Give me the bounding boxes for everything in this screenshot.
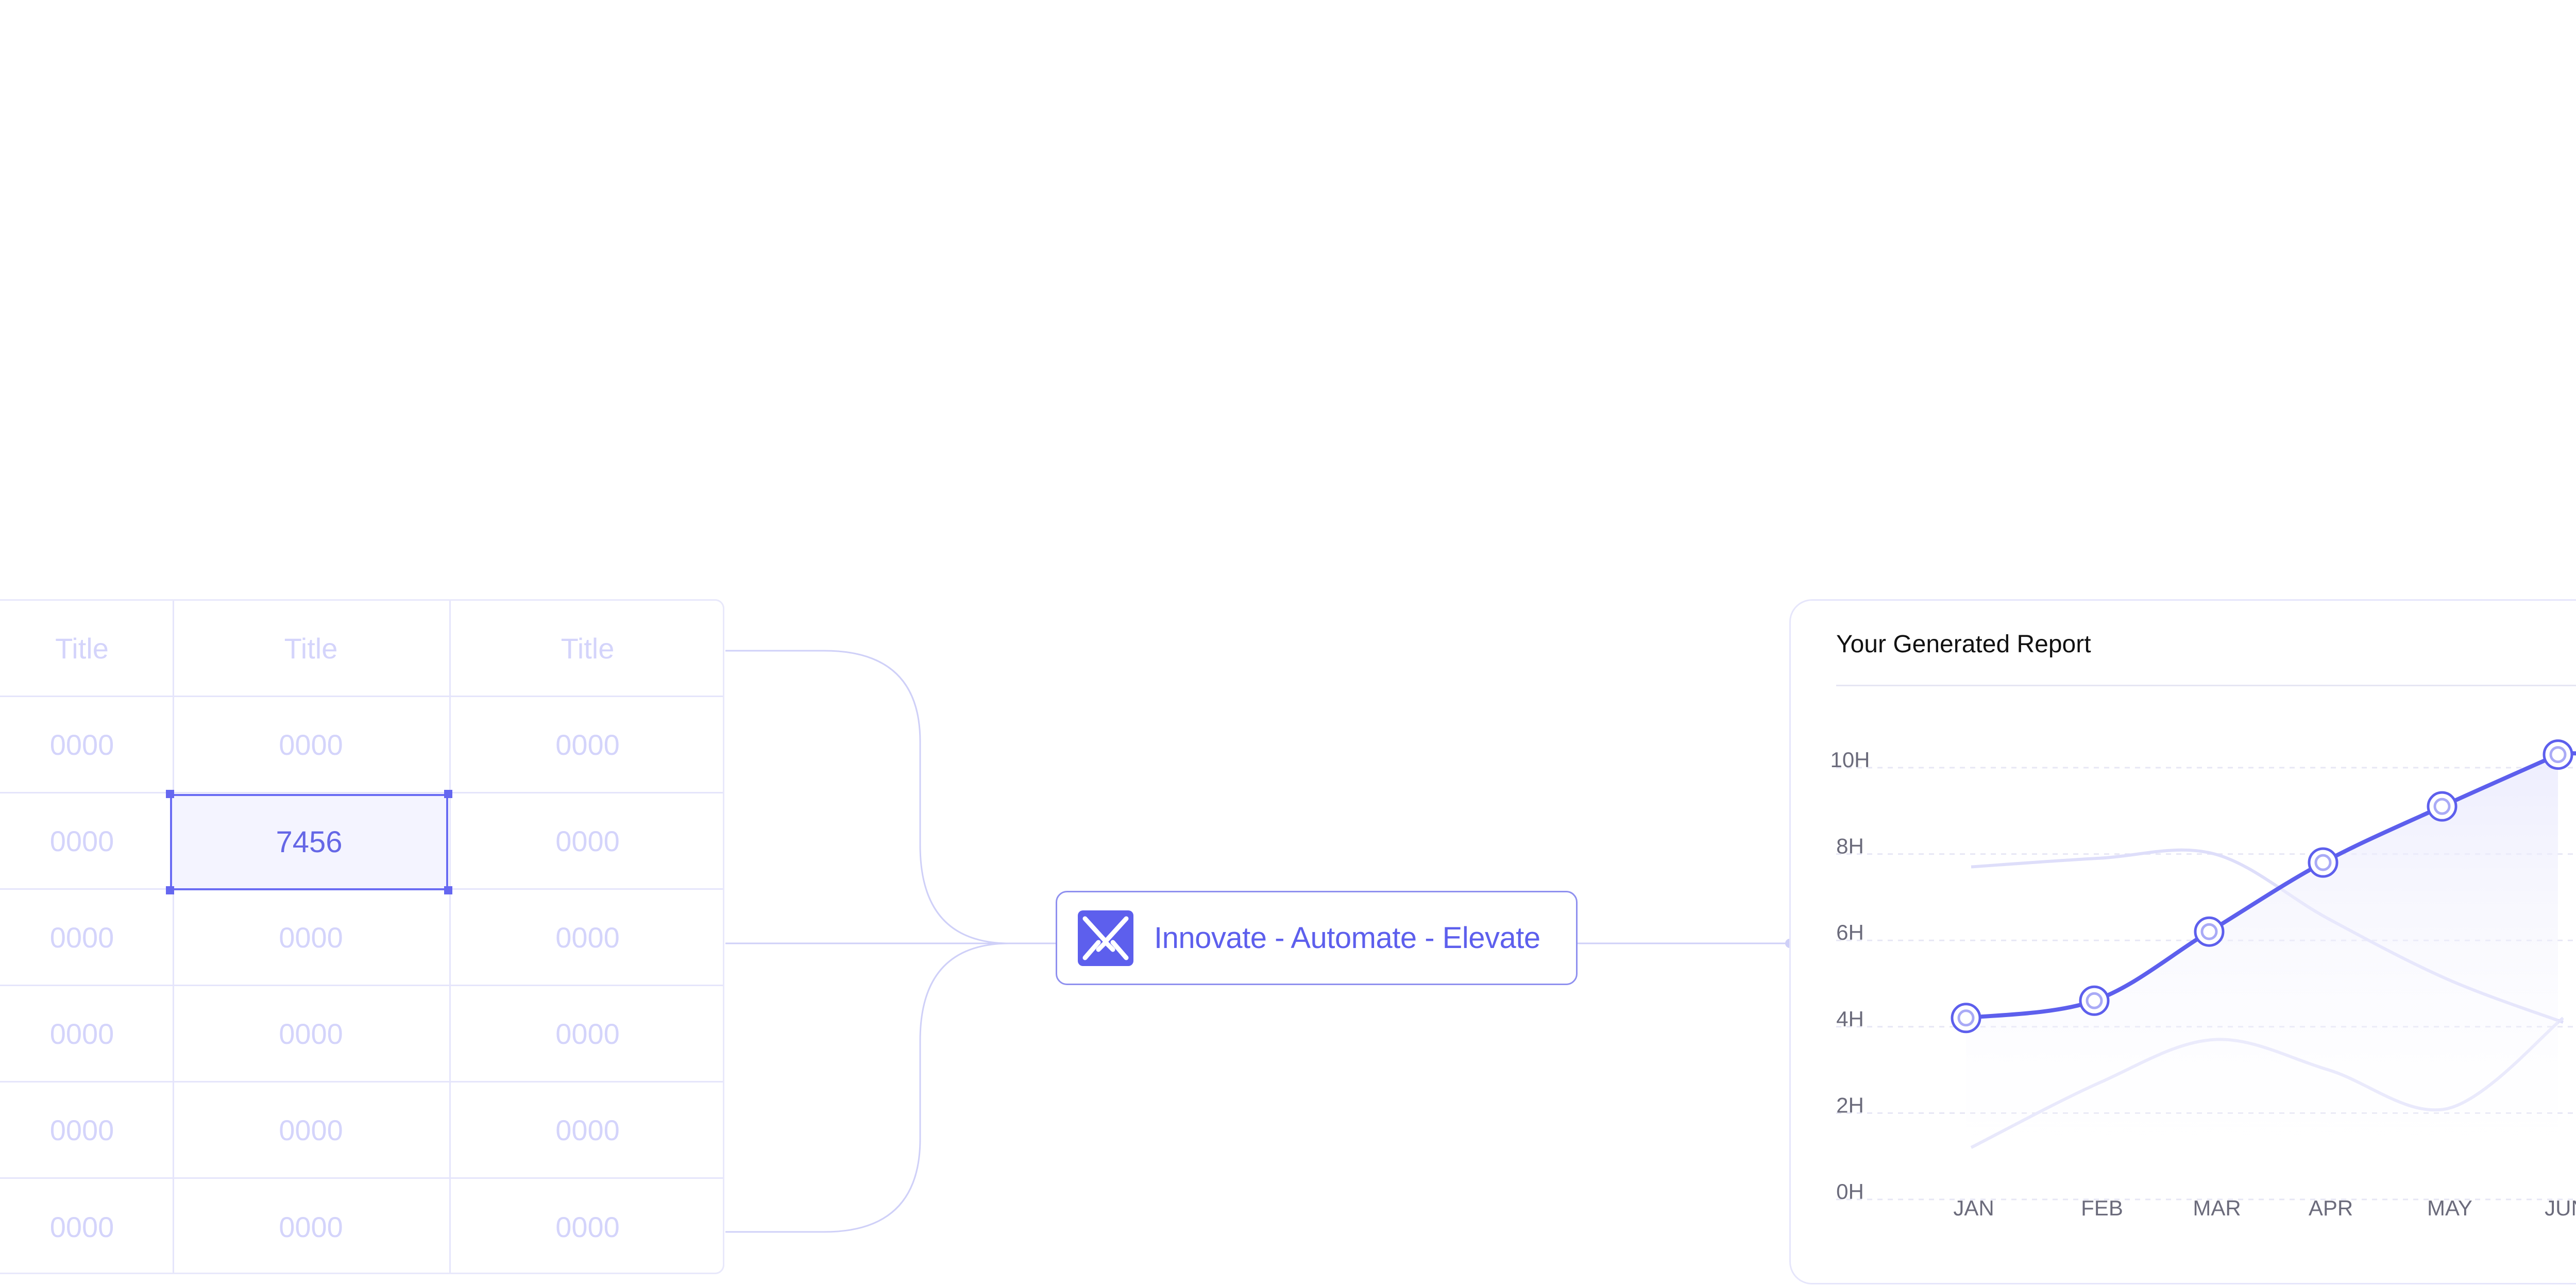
resize-handle-bottom-right[interactable] — [444, 886, 452, 894]
table-cell[interactable]: 0000 — [49, 728, 114, 761]
node-label: Innovate - Automate - Elevate — [1154, 921, 1540, 955]
data-point-inner — [2200, 923, 2218, 940]
column-divider — [173, 601, 174, 1273]
primary-series-area — [1966, 754, 2558, 1191]
y-tick-label: 10H — [1830, 748, 1870, 772]
x-tick-label: JUN — [2545, 1196, 2576, 1220]
logo-icon — [1078, 910, 1133, 966]
y-tick-label: 0H — [1836, 1179, 1864, 1204]
table-cell[interactable]: 0000 — [279, 921, 343, 954]
table-row: 0000 0000 0000 — [0, 1179, 723, 1273]
table-cell[interactable]: 0000 — [49, 921, 114, 954]
table-cell[interactable]: 0000 — [49, 1211, 114, 1243]
resize-handle-bottom-left[interactable] — [166, 886, 174, 894]
table-cell[interactable]: 0000 — [49, 1113, 114, 1146]
table-cell[interactable]: 0000 — [279, 1017, 343, 1050]
column-divider — [449, 601, 451, 1273]
report-card: Your Generated Report 0H 2H 4H 6H 8H 10H JAN F… — [1789, 599, 2576, 1284]
resize-handle-top-right[interactable] — [444, 790, 452, 798]
y-tick-label: 4H — [1836, 1007, 1864, 1031]
x-tick-label: MAY — [2427, 1196, 2472, 1220]
header-cell[interactable]: Title — [561, 632, 615, 665]
data-point-inner — [2433, 798, 2451, 815]
table-row: 0000 0000 0000 — [0, 986, 723, 1082]
automation-node[interactable]: Innovate - Automate - Elevate — [1056, 891, 1578, 985]
table-row: 0000 0000 0000 — [0, 1082, 723, 1179]
report-title: Your Generated Report — [1836, 631, 2091, 658]
table-cell[interactable]: 0000 — [279, 1113, 343, 1146]
table-cell[interactable]: 0000 — [555, 921, 620, 954]
table-row: 0000 0000 0000 — [0, 890, 723, 986]
report-divider — [1836, 685, 2576, 686]
table-cell[interactable]: 0000 — [555, 824, 620, 857]
table-cell[interactable]: 0000 — [279, 1211, 343, 1243]
table-cell[interactable]: 0000 — [49, 1017, 114, 1050]
table-cell[interactable]: 0000 — [555, 1211, 620, 1243]
table-cell[interactable]: 0000 — [279, 728, 343, 761]
data-point-inner — [2549, 746, 2567, 764]
x-tick-label: JAN — [1953, 1196, 1994, 1220]
table-header-row: Title Title Title — [0, 601, 723, 697]
table-row: 0000 0000 0000 — [0, 697, 723, 793]
resize-handle-top-left[interactable] — [166, 790, 174, 798]
x-tick-label: APR — [2309, 1196, 2353, 1220]
selected-cell[interactable]: 7456 — [170, 794, 448, 890]
x-tick-label: MAR — [2193, 1196, 2241, 1220]
header-cell[interactable]: Title — [55, 632, 109, 665]
data-table: Title Title Title 0000 0000 0000 0000 00… — [0, 599, 724, 1274]
y-tick-label: 8H — [1836, 834, 1864, 858]
data-point-inner — [2086, 992, 2103, 1009]
table-cell[interactable]: 0000 — [49, 824, 114, 857]
y-tick-label: 6H — [1836, 920, 1864, 944]
table-cell[interactable]: 0000 — [555, 1113, 620, 1146]
header-cell[interactable]: Title — [284, 632, 338, 665]
line-chart: 0H 2H 4H 6H 8H 10H JAN FEB MAR APR MAY JUN — [1830, 739, 2576, 1220]
table-cell[interactable]: 0000 — [555, 728, 620, 761]
x-tick-label: FEB — [2081, 1196, 2123, 1220]
data-point-inner — [2314, 854, 2332, 871]
table-cell[interactable]: 0000 — [555, 1017, 620, 1050]
data-point-inner — [1957, 1009, 1975, 1027]
y-tick-label: 2H — [1836, 1093, 1864, 1117]
